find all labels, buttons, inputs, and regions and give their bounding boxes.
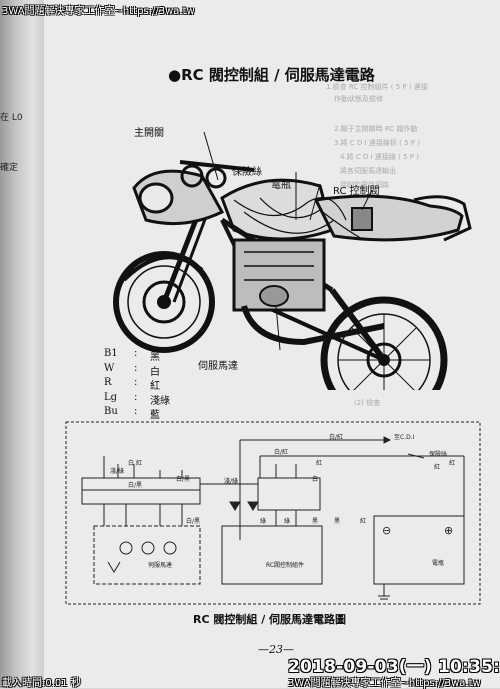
- bleed-through-text: 將各伺服馬達輸出: [340, 167, 396, 175]
- wire-label: 紅: [434, 464, 441, 471]
- wire-label: 白/黑: [186, 518, 201, 525]
- book-spine-shadow: [0, 0, 44, 688]
- wire-label: 白/紅: [274, 449, 289, 456]
- bleed-through-text: 2.關于主開關時 RC 閥作動: [334, 125, 418, 133]
- diagram-caption: RC 閥控制組 / 伺服馬達電路圖: [193, 613, 347, 626]
- bleed-through-text: 接腳和電路迴路: [340, 181, 389, 189]
- wire-label: 紅: [136, 460, 143, 467]
- wire-label: 白/黑: [128, 482, 143, 489]
- bleed-through-text: 1.檢查 RC 控制組件 ( 5 P ) 連接: [326, 83, 428, 91]
- fuse-label: 保險絲: [429, 451, 448, 458]
- wire-label: 淺/綠: [224, 478, 239, 485]
- spine-note-1: 在 L0: [0, 113, 23, 123]
- bleed-through-text: (2) 檢查: [354, 399, 381, 407]
- wire-label: 黑: [334, 518, 341, 525]
- svg-text:⊕: ⊕: [444, 524, 453, 537]
- manual-page: ● R C 閥控制系統 1.檢查 RC 控制組件 ( 5 P ) 連接 作動狀態…: [44, 0, 500, 688]
- wire-label: 紅: [316, 460, 323, 467]
- page-number: —23—: [258, 643, 294, 656]
- battery-label: 電瓶: [432, 560, 445, 567]
- wire-label: 白/紅: [329, 434, 344, 441]
- wire-label: 紅: [449, 460, 456, 467]
- wire-label: 淺/綠: [110, 468, 125, 475]
- callout-fuse: 保險絲: [232, 167, 262, 178]
- legend-row: R:紅: [104, 377, 160, 392]
- bleed-through-text: ● R C 閥控制系統: [314, 71, 372, 79]
- motorcycle-illustration: [113, 131, 472, 390]
- wire-label: 紅: [360, 518, 367, 525]
- callout-battery: 電瓶: [271, 180, 291, 191]
- load-time-overlay: 載入時間:0.01 秒: [2, 678, 81, 689]
- wire-color-legend: B1:黑 W:白 R:紅 Lg:淺綠 Bu:藍: [104, 348, 170, 421]
- legend-row: W:白: [104, 362, 160, 378]
- wire-label: 綠: [260, 518, 267, 525]
- legend-row: Bu:藍: [104, 406, 160, 421]
- wire-label: 白/黑: [176, 476, 191, 483]
- wire-label: 黑: [312, 518, 319, 525]
- timestamp-overlay: 2018-09-03(一) 10:35:32: [288, 657, 500, 677]
- circuit-diagram: ⊖ ⊕: [65, 421, 481, 605]
- cdi-label: 至C.D.I: [394, 434, 415, 441]
- wire-label: 綠: [284, 518, 291, 525]
- legend-row: Lg:淺綠: [104, 391, 170, 407]
- bleed-through-text: 作動狀態及檢修: [334, 95, 383, 103]
- callout-rc-valve: RC 控制閥: [333, 186, 380, 197]
- section-title: ●RC 閥控制組 / 伺服馬達電路: [168, 66, 375, 84]
- wire-label: 白: [312, 476, 319, 483]
- watermark-bottom-right: 3WA問題解決專家工作室~https://3wa.tw: [288, 678, 481, 689]
- legend-row: B1:黑: [104, 348, 160, 363]
- servo-box-label: 伺服馬達: [148, 562, 173, 569]
- spine-note-2: 確定: [0, 163, 19, 173]
- wire-label: 白: [128, 460, 135, 467]
- watermark-top-left: 3WA問題解決專家工作室~https://3wa.tw: [2, 6, 195, 17]
- bleed-through-text: 3.將 C D I 連接線拆 ( 5 P ): [334, 139, 420, 147]
- svg-text:⊖: ⊖: [382, 524, 391, 537]
- control-box-label: RC閥控制組件: [266, 562, 305, 569]
- callout-main-switch: 主開關: [134, 128, 164, 139]
- bleed-through-text: 4.將 C D I 連接線 ( 5 P ): [340, 153, 419, 161]
- callout-servo-motor: 伺服馬達: [198, 361, 238, 372]
